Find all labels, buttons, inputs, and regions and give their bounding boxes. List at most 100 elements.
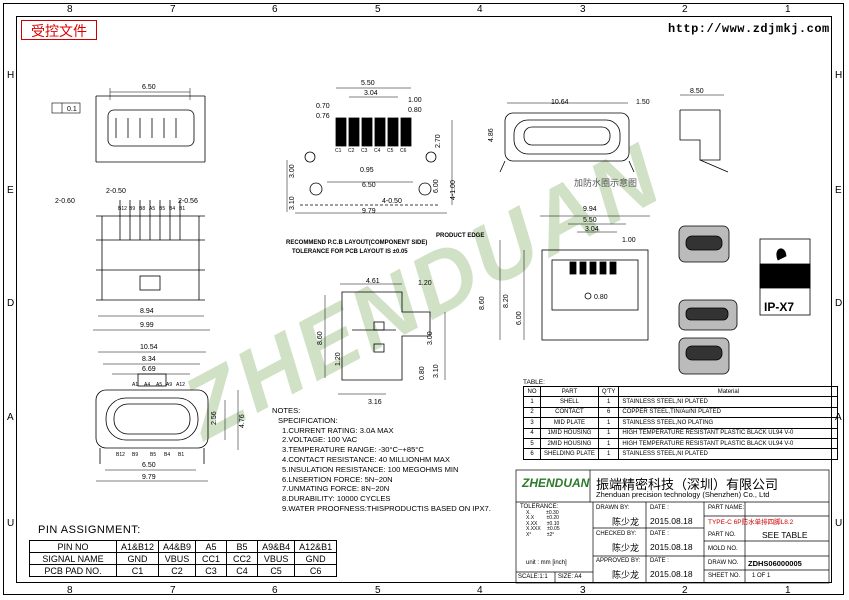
drawn-by-value: 陈少龙: [612, 517, 640, 527]
pcb-layout-view: [286, 87, 453, 214]
company-logo: ZHENDUAN: [522, 476, 590, 490]
dim-front-100: 1.00: [622, 237, 636, 244]
note-line: 1.CURRENT RATING: 3.0A MAX: [282, 425, 394, 435]
ipx-rating-label: IP-X7: [764, 300, 794, 314]
dim-bottom-w4: 6.50: [142, 462, 156, 469]
zone-label-bottom: 3: [580, 585, 586, 596]
dim-pcb-4-050: 4-0.50: [382, 198, 402, 205]
title-block: ZHENDUAN 振端精密科技（深圳）有限公司 Zhenduan precisi…: [516, 470, 829, 583]
dim-bottom-w3: 6.69: [142, 366, 156, 373]
material-table-title: TABLE:: [523, 379, 545, 386]
date-label: DATE :: [650, 531, 669, 537]
dim-front-304: 3.04: [585, 226, 599, 233]
dim-pcb-600: 6.00: [433, 179, 440, 193]
side-view: [324, 283, 446, 395]
table-row: 6 SHELDING PLATE 1 STAINLESS STEEL,NI PL…: [523, 448, 839, 460]
inner-frame: [16, 16, 832, 583]
zone-label-right: H: [835, 70, 843, 81]
tolerance-key: X.: [526, 510, 531, 516]
zone-label-bottom: 1: [785, 585, 791, 596]
zone-label-top: 4: [477, 4, 483, 15]
company-url: http://www.zdjmkj.com: [668, 22, 830, 36]
mid-pin-label: B4: [169, 206, 175, 212]
dim-pcb-080: 0.80: [408, 107, 422, 114]
top-left-view: [51, 88, 206, 163]
dim-mid-d3: 2-0.56: [178, 198, 198, 205]
note-line: 4.CONTACT RESISTANCE: 40 MILLIONHM MAX: [282, 454, 450, 464]
bottom-pin-bottom-label: B4: [164, 452, 170, 458]
material-table: NO PART Q'TY Material 1 SHELL 1 STAINLES…: [523, 385, 839, 460]
table-cell: 6: [523, 448, 541, 460]
tolerance-key: X°: [526, 531, 532, 538]
sheet-no-value: 1 OF 1: [752, 573, 771, 579]
zone-label-top: 3: [580, 4, 586, 15]
approved-by-label: APPROVED BY:: [596, 558, 641, 564]
dim-front-080: 0.80: [594, 294, 608, 301]
dim-front-860: 8.60: [479, 296, 486, 310]
dim-front-994: 9.94: [583, 206, 597, 213]
dim-iso-width: 10.64: [551, 99, 569, 106]
bottom-pin-top-label: A1: [132, 382, 138, 388]
dim-side-310: 3.10: [433, 364, 440, 378]
mid-pin-label: A5: [149, 206, 155, 212]
table-cell: STAINLESS STEEL,NI PLATED: [618, 448, 839, 460]
mid-pin-label: B1: [179, 206, 185, 212]
size-label: SIZE: A4: [558, 574, 582, 580]
tolerance-rows: X. ±0.30 X.X ±0.20 X.XX ±0.10 X.XXX ±0.0…: [526, 510, 560, 538]
product-photos: [678, 225, 738, 375]
bottom-left-view: [95, 351, 239, 482]
bottom-pin-bottom-label: B12: [116, 452, 125, 458]
dim-bottom-w5: 9.79: [142, 474, 156, 481]
dim-pcb-979: 9.79: [362, 208, 376, 215]
tolerance-value: ±2°: [546, 531, 555, 538]
zone-label-top: 1: [785, 4, 791, 15]
dim-iso-150: 1.50: [636, 99, 650, 106]
table-row: SIGNAL NAME GND VBUS CC1 CC2 VBUS GND: [29, 552, 338, 565]
mid-pin-label: B9: [129, 206, 135, 212]
dim-pcb-4-100: 4-1.00: [450, 180, 457, 200]
dim-iso-height: 4.86: [488, 128, 495, 142]
zone-label-bottom: 4: [477, 585, 483, 596]
note-line: 7.UNMATING FORCE: 8N~20N: [282, 484, 390, 494]
zone-label-right: U: [835, 518, 843, 529]
tolerance-row: X. ±0.30: [526, 510, 560, 516]
dim-side-316: 3.16: [368, 399, 382, 406]
zone-label-bottom: 7: [170, 585, 176, 596]
front-view: [499, 215, 650, 341]
dim-pcb-095: 0.95: [360, 167, 374, 174]
approved-by-value: 陈少龙: [612, 570, 640, 580]
dim-iso-850: 8.50: [690, 88, 704, 95]
dim-pcb-100: 1.00: [408, 97, 422, 104]
zone-label-top: 2: [682, 4, 688, 15]
tolerance-row: X.XXX ±0.05: [526, 527, 560, 532]
zone-label-top: 6: [272, 4, 278, 15]
zone-label-left: H: [7, 70, 15, 81]
dim-side-860: 8.60: [317, 331, 324, 345]
drawn-by-label: DRAWN BY:: [596, 505, 630, 511]
dim-front-600: 6.00: [516, 311, 523, 325]
dim-side-120b: 1.20: [335, 352, 342, 366]
part-name-label: PART NAME:: [708, 505, 745, 511]
pcb-pad-label: C1: [335, 148, 342, 154]
waterproof-ring-caption: 加防水圈示意图: [574, 177, 637, 188]
pin-assignment-title: PIN ASSIGNMENT:: [38, 524, 141, 536]
part-no-label: PART NO.: [708, 532, 736, 538]
tolerance-key: X.X: [526, 515, 535, 522]
mid-pin-label: B5: [159, 206, 165, 212]
bottom-pin-bottom-label: B9: [132, 452, 138, 458]
dim-pcb-270: 2.70: [435, 134, 442, 148]
tolerance-value: ±0.05: [547, 526, 560, 533]
mold-no-label: MOLD NO.: [708, 546, 738, 552]
zone-label-bottom: 2: [682, 585, 688, 596]
table-cell: C2: [158, 564, 197, 577]
date-value: 2015.08.18: [650, 542, 693, 552]
note-line: 2.VOLTAGE: 100 VAC: [282, 435, 358, 445]
iso-view: [499, 94, 729, 173]
note-line: 5.INSULATION RESISTANCE: 100 MEGOHMS MIN: [282, 464, 459, 474]
tolerance-key: X.XXX: [526, 526, 541, 533]
tolerance-row: X.XX ±0.10: [526, 521, 560, 527]
dim-bottom-h2: 4.76: [239, 414, 246, 428]
pcb-pad-label: C4: [374, 148, 381, 154]
